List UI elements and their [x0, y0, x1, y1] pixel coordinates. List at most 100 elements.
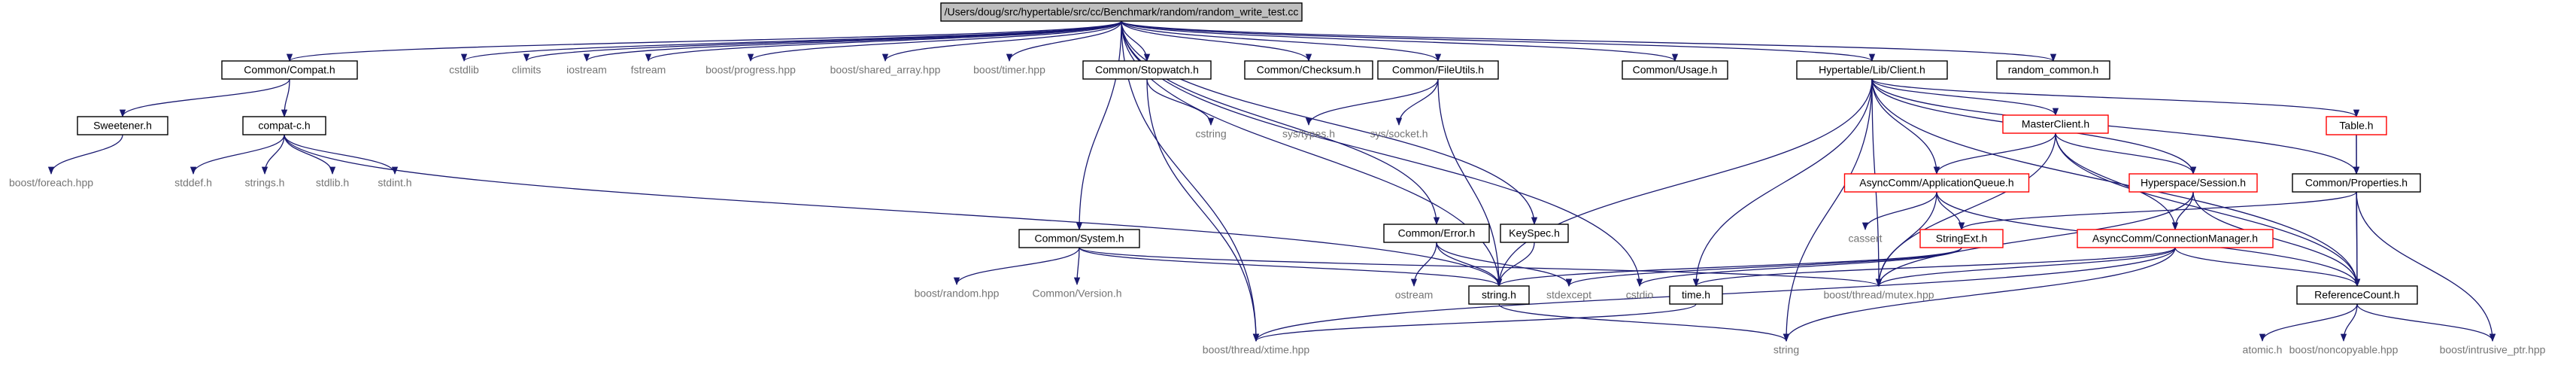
node-box [1669, 285, 1723, 305]
node-keyspec-h[interactable]: KeySpec.h [1500, 224, 1569, 243]
node-boost-intrusive-ptr: boost/intrusive_ptr.hpp [2440, 344, 2546, 356]
edge-compat_c_h-to-stdint_h [284, 134, 399, 175]
node-usage-h[interactable]: Common/Usage.h [1622, 60, 1728, 80]
edge-refcount_h-to-boost_intrusive_ptr [2356, 303, 2496, 342]
edge-sweetener_h-to-boost_foreach [47, 134, 123, 175]
node-stringext-h[interactable]: StringExt.h [1919, 229, 2004, 248]
nodes-layer: /Users/doug/src/hypertable/src/cc/Benchm… [9, 2, 2546, 356]
node-stdexcept: stdexcept [1546, 289, 1591, 301]
node-label: stddef.h [174, 177, 212, 189]
node-label: Common/FileUtils.h [1392, 64, 1484, 76]
node-label: compat-c.h [258, 120, 310, 132]
edge-appqueue_h-to-boost_mutex [1875, 191, 1937, 287]
node-masterclient-h[interactable]: MasterClient.h [2002, 114, 2109, 134]
node-client-h[interactable]: Hypertable/Lib/Client.h [1796, 60, 1948, 80]
node-box [2296, 285, 2418, 305]
edge-refcount_h-to-boost_noncopyable [2340, 303, 2358, 342]
node-appqueue-h[interactable]: AsyncComm/ApplicationQueue.h [1843, 173, 2030, 193]
node-box [1500, 224, 1569, 243]
edge-client_h-to-properties_h [1871, 78, 2360, 175]
node-label: Common/Error.h [1398, 227, 1476, 239]
edge-compat_c_h-to-strings_h [261, 134, 285, 175]
node-label: cstdio [1626, 289, 1654, 301]
node-label: boost/progress.hpp [705, 64, 796, 76]
node-label: climits [512, 64, 542, 76]
node-label: Common/Compat.h [244, 64, 335, 76]
node-sys-types: sys/types.h [1282, 128, 1335, 140]
node-box [1796, 60, 1948, 80]
node-label: boost/noncopyable.hpp [2289, 344, 2399, 356]
edge-connmgr_h-to-refcount_h [2174, 247, 2361, 287]
node-error-h[interactable]: Common/Error.h [1383, 224, 1490, 243]
edge-client_h-to-time_h [1692, 78, 1873, 287]
node-compat-c-h[interactable]: compat-c.h [242, 116, 326, 135]
node-boost-timer: boost/timer.hpp [973, 64, 1045, 76]
node-box [242, 116, 326, 135]
node-label: AsyncComm/ApplicationQueue.h [1859, 177, 2013, 189]
edge-error_h-to-string_h [1436, 242, 1503, 287]
node-box [1377, 60, 1499, 80]
node-random-common-h[interactable]: random_common.h [1996, 60, 2110, 80]
node-label: cassert [1848, 233, 1882, 245]
node-connmgr-h[interactable]: AsyncComm/ConnectionManager.h [2077, 229, 2274, 248]
edge-properties_h-to-refcount_h [2353, 191, 2361, 287]
node-checksum-h[interactable]: Common/Checksum.h [1244, 60, 1373, 80]
node-label: stdlib.h [316, 177, 349, 189]
node-table-h[interactable]: Table.h [2326, 116, 2387, 135]
edge-client_h-to-refcount_h [1871, 78, 2361, 287]
node-label: cstdlib [449, 64, 479, 76]
node-box [1383, 224, 1490, 243]
node-label: sys/types.h [1282, 128, 1335, 140]
edge-root-to-checksum_h [1121, 20, 1312, 62]
node-box [940, 2, 1303, 22]
node-strings-h: strings.h [245, 177, 285, 189]
node-compat-h[interactable]: Common/Compat.h [221, 60, 358, 80]
node-label: /Users/doug/src/hypertable/src/cc/Benchm… [945, 6, 1299, 18]
node-session-h[interactable]: Hyperspace/Session.h [2128, 173, 2258, 193]
node-box [1244, 60, 1373, 80]
node-label: atomic.h [2243, 344, 2283, 356]
node-stopwatch-h[interactable]: Common/Stopwatch.h [1082, 60, 1212, 80]
node-fstream: fstream [631, 64, 666, 76]
node-label: sys/socket.h [1370, 128, 1428, 140]
edge-appqueue_h-to-stringext_h [1936, 191, 1965, 231]
node-label: AsyncComm/ConnectionManager.h [2092, 233, 2258, 245]
edge-properties_h-to-boost_intrusive_ptr [2356, 191, 2496, 342]
node-cassert: cassert [1848, 233, 1882, 245]
node-system-h[interactable]: Common/System.h [1018, 229, 1140, 248]
edge-properties_h-to-stringext_h [1959, 191, 2357, 231]
node-sweetener-h[interactable]: Sweetener.h [77, 116, 168, 135]
edge-compat_c_h-to-stddef_h [190, 134, 285, 175]
node-fileutils-h[interactable]: Common/FileUtils.h [1377, 60, 1499, 80]
node-label: KeySpec.h [1509, 227, 1560, 239]
edge-compat_h-to-compat_c_h [281, 78, 290, 118]
edge-compat_h-to-sweetener_h [119, 78, 290, 118]
node-box [77, 116, 168, 135]
node-box [221, 60, 358, 80]
edge-root-to-boost_shared_array [881, 20, 1122, 62]
edge-client_h-to-string [1783, 78, 1873, 342]
node-label: boost/thread/xtime.hpp [1203, 344, 1310, 356]
edge-root-to-climits [523, 20, 1122, 62]
node-boost-shared-array: boost/shared_array.hpp [830, 64, 941, 76]
edge-connmgr_h-to-string [1783, 247, 2176, 342]
edge-session_h-to-connmgr_h [2171, 191, 2194, 231]
node-stdint-h: stdint.h [378, 177, 411, 189]
edge-compat_c_h-to-string_h [284, 134, 1503, 287]
node-label: Hypertable/Lib/Client.h [1819, 64, 1925, 76]
node-string-h[interactable]: string.h [1468, 285, 1530, 305]
node-stdlib-h: stdlib.h [316, 177, 349, 189]
node-label: ReferenceCount.h [2314, 289, 2400, 301]
edge-system_h-to-boost_random [953, 247, 1080, 286]
node-time-h[interactable]: time.h [1669, 285, 1723, 305]
edge-stopwatch_h-to-cstring [1146, 78, 1215, 126]
edge-masterclient_h-to-session_h [2055, 132, 2197, 175]
edge-fileutils_h-to-sys_types [1305, 78, 1439, 126]
node-boost-foreach: boost/foreach.hpp [9, 177, 93, 189]
node-root[interactable]: /Users/doug/src/hypertable/src/cc/Benchm… [940, 2, 1303, 22]
node-properties-h[interactable]: Common/Properties.h [2292, 173, 2421, 193]
node-label: strings.h [245, 177, 285, 189]
node-refcount-h[interactable]: ReferenceCount.h [2296, 285, 2418, 305]
node-climits: climits [512, 64, 542, 76]
node-label: ostream [1395, 289, 1434, 301]
